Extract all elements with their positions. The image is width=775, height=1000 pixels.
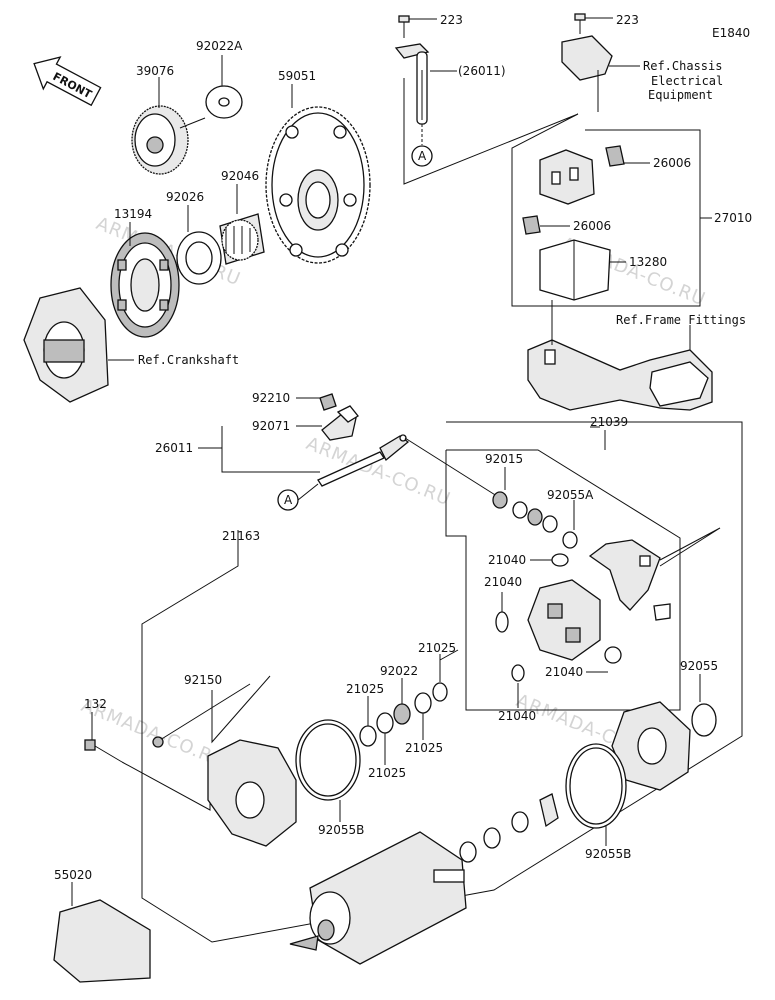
part-label-59051: 59051: [278, 69, 316, 83]
ref-chassis-line1: Ref.Chassis: [643, 59, 722, 73]
part-label-223-left: 223: [440, 13, 463, 27]
part-label-13280: 13280: [629, 255, 667, 269]
starter-clutch-gear-59051: [265, 106, 371, 264]
part-label-92210: 92210: [252, 391, 290, 405]
front-arrow-icon: FRONT: [33, 56, 102, 107]
part-label-92150: 92150: [184, 673, 222, 687]
part-label-92022a: 92022A: [196, 39, 243, 53]
bolt-132: [84, 739, 123, 763]
starter-rear-cover: [611, 701, 717, 791]
part-label-27010: 27010: [714, 211, 752, 225]
diagram-code: E1840: [712, 26, 750, 40]
callout-a-bottom-letter: A: [284, 493, 293, 507]
part-label-92071: 92071: [252, 419, 290, 433]
part-label-39076: 39076: [136, 64, 174, 78]
starter-front-cover: [207, 739, 297, 847]
part-label-26006-top: 26006: [653, 156, 691, 170]
part-label-26011-bracket: (26011): [458, 64, 506, 78]
ref-frame-fittings: Ref.Frame Fittings: [616, 313, 746, 327]
callout-a-top: [411, 145, 433, 167]
starter-sleeve-55020: [53, 899, 151, 983]
ref-chassis-line2: Electrical: [651, 74, 723, 88]
callout-a-top-letter: A: [418, 149, 427, 163]
through-bolt-92150: [152, 683, 251, 748]
part-label-92046: 92046: [221, 169, 259, 183]
frame-fitting-tray: [527, 300, 713, 411]
part-label-21025-d: 21025: [368, 766, 406, 780]
part-label-21025-c: 21025: [405, 741, 443, 755]
bolt-223-left: [394, 15, 430, 145]
needle-bearing-92046: [219, 213, 265, 265]
part-label-55020: 55020: [54, 868, 92, 882]
part-label-21025-b: 21025: [346, 682, 384, 696]
part-label-26006-bottom: 26006: [573, 219, 611, 233]
one-way-clutch-13194: [110, 232, 180, 338]
part-label-132: 132: [84, 697, 107, 711]
part-label-13194: 13194: [114, 207, 152, 221]
part-label-223-right: 223: [616, 13, 639, 27]
crankshaft-rotor-reference: [23, 287, 109, 403]
watermark: ARMADA-CO.RU: [303, 433, 454, 510]
part-label-21040-right: 21040: [545, 665, 583, 679]
part-label-92026: 92026: [166, 190, 204, 204]
starter-cable-assembly: [317, 393, 410, 487]
idle-gear-39076: [131, 105, 206, 175]
part-label-92022: 92022: [380, 664, 418, 678]
part-label-21040-bottom: 21040: [498, 709, 536, 723]
part-label-92055: 92055: [680, 659, 718, 673]
part-label-92055b-right: 92055B: [585, 847, 631, 861]
shim-washer-set: [359, 682, 448, 747]
part-label-21040-left: 21040: [484, 575, 522, 589]
armature-and-yoke: [289, 793, 559, 965]
part-label-21025-a: 21025: [418, 641, 456, 655]
part-label-21163: 21163: [222, 529, 260, 543]
starter-relay-assembly: [522, 13, 625, 301]
ref-crankshaft: Ref.Crankshaft: [138, 353, 239, 367]
part-label-92015: 92015: [485, 452, 523, 466]
part-label-92055b-left: 92055B: [318, 823, 364, 837]
part-label-26011: 26011: [155, 441, 193, 455]
brush-plate-assembly: [495, 553, 622, 682]
part-label-21040-top: 21040: [488, 553, 526, 567]
terminal-nut-washer-stack: [492, 491, 671, 621]
o-ring-92055: [691, 703, 717, 737]
ref-chassis-line3: Equipment: [648, 88, 713, 102]
part-label-92055a: 92055A: [547, 488, 594, 502]
